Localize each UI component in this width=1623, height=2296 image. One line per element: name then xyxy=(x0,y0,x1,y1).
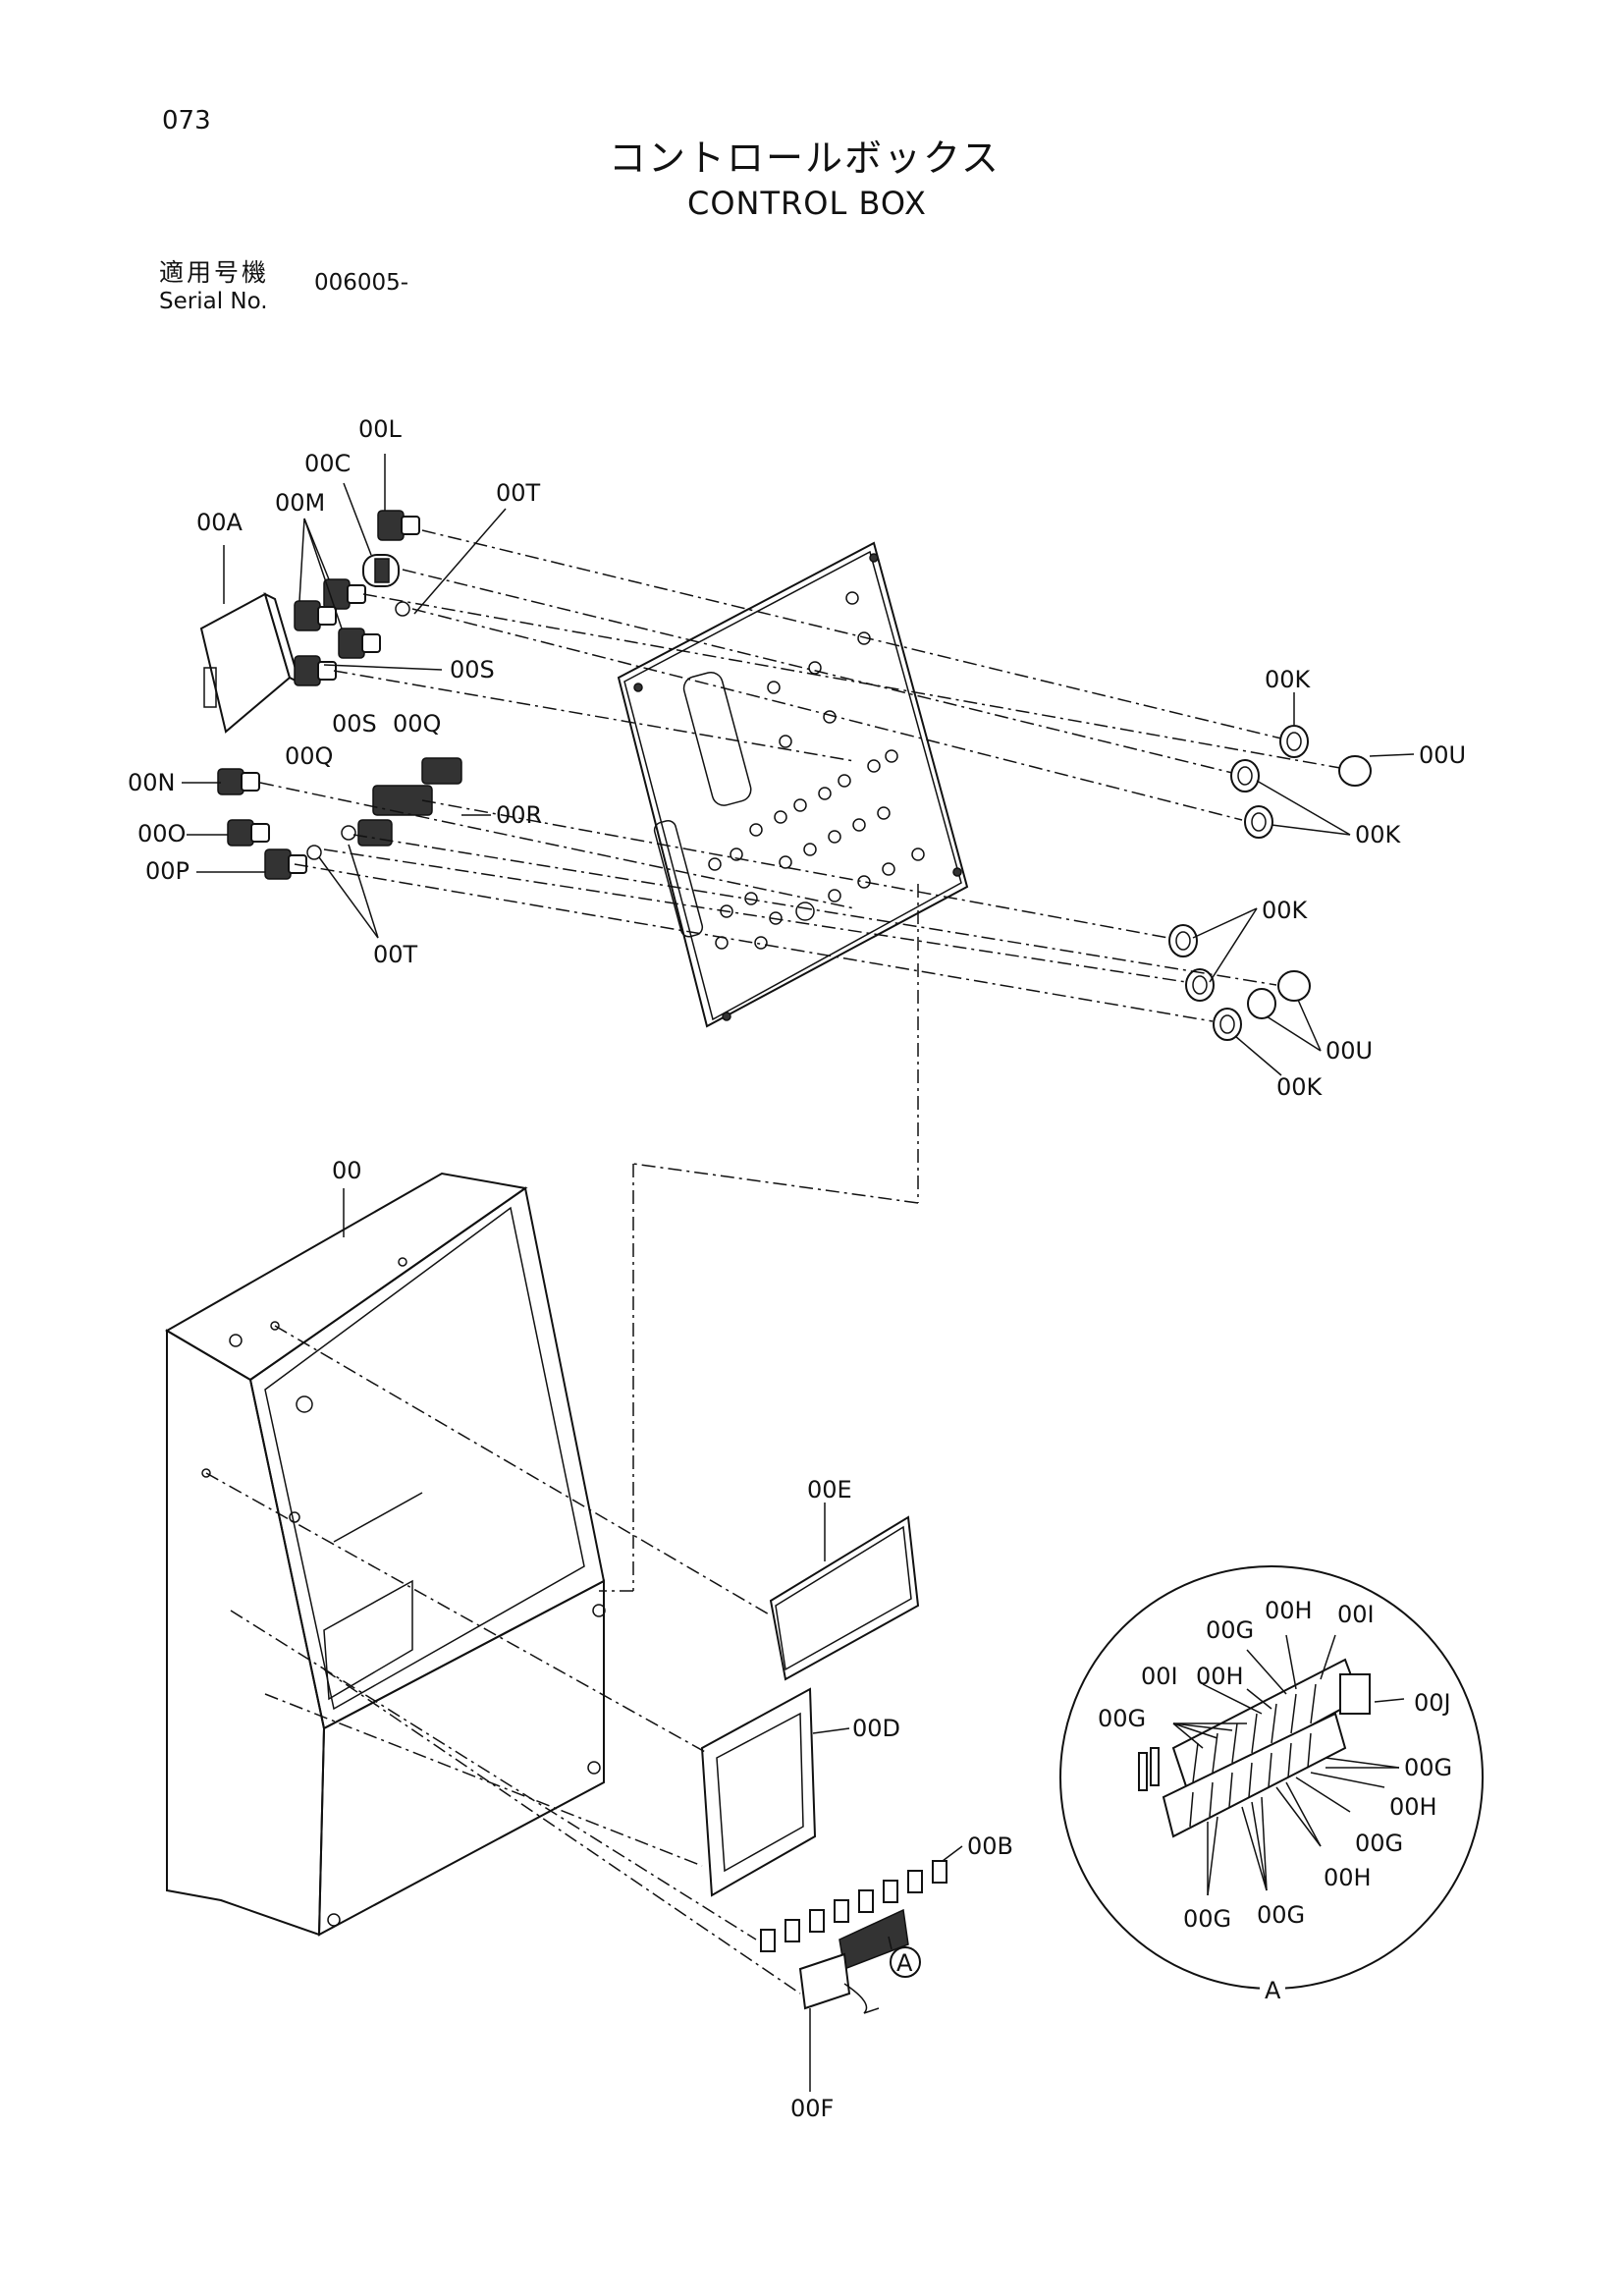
label-00K-2: 00K xyxy=(1355,821,1402,848)
label-00L: 00L xyxy=(358,415,403,443)
detail-label-00H-1: 00H xyxy=(1265,1597,1313,1624)
detail-label-00I-2: 00I xyxy=(1141,1663,1178,1690)
part-00D-module xyxy=(700,1687,817,1897)
label-00Q-1: 00Q xyxy=(393,710,441,738)
label-00O: 00O xyxy=(137,820,186,847)
serial-label-english: Serial No. xyxy=(159,289,268,314)
label-00N: 00N xyxy=(128,769,176,796)
detail-label-00G-2: 00G xyxy=(1098,1705,1146,1732)
leader-lines-lower xyxy=(343,1188,963,2092)
detail-label-00I-1: 00I xyxy=(1337,1601,1375,1628)
detail-label-00G-5: 00G xyxy=(1257,1901,1305,1929)
part-00F-bracket xyxy=(798,1952,880,2014)
label-00A: 00A xyxy=(196,509,243,536)
label-00F: 00F xyxy=(790,2095,834,2122)
label-00T-bottom: 00T xyxy=(373,941,418,968)
callout-marker: A xyxy=(888,1936,921,1978)
detail-label-00G-3: 00G xyxy=(1404,1754,1452,1781)
label-00P: 00P xyxy=(145,857,189,885)
detail-label-00G-6: 00G xyxy=(1183,1905,1231,1933)
switch-parts-upper xyxy=(294,510,420,686)
detail-label-00J: 00J xyxy=(1414,1689,1451,1717)
detail-labels: 00G 00H 00I 00I 00H 00J 00G 00G 00H 00G … xyxy=(1098,1597,1452,1933)
label-00T-top: 00T xyxy=(496,479,541,507)
label-00: 00 xyxy=(332,1157,362,1184)
label-00S-1: 00S xyxy=(450,656,495,683)
page-title-japanese: コントロールボックス xyxy=(609,137,1001,180)
assembly-lines-lower xyxy=(205,1325,801,1995)
assembly-lines-upper xyxy=(259,529,1341,1592)
label-00K-4: 00K xyxy=(1276,1073,1324,1101)
label-00U-1: 00U xyxy=(1419,741,1466,769)
detail-label-00G-4: 00G xyxy=(1355,1830,1403,1857)
label-00M: 00M xyxy=(275,489,325,517)
label-00B: 00B xyxy=(967,1832,1013,1860)
part-00-cabinet xyxy=(165,1172,606,1937)
label-00D: 00D xyxy=(852,1715,900,1742)
detail-label: A xyxy=(1265,1977,1281,2004)
callout-marker-label: A xyxy=(896,1949,913,1977)
label-00K-3: 00K xyxy=(1262,897,1309,924)
part-00A-relay-box xyxy=(199,592,301,734)
serial-label-japanese: 適用号機 xyxy=(159,258,270,287)
detail-label-00H-4: 00H xyxy=(1324,1864,1372,1891)
label-00E: 00E xyxy=(807,1476,852,1503)
label-00K-1: 00K xyxy=(1265,666,1312,693)
label-00U-2: 00U xyxy=(1325,1037,1373,1065)
part-labels: 00L 00C 00M 00T 00A 00S 00S 00Q 00Q 00R … xyxy=(128,415,1466,2122)
detail-view-a: A xyxy=(1059,1565,1484,2004)
serial-number-value: 006005- xyxy=(314,270,409,296)
part-00E-controller xyxy=(769,1515,920,1681)
panel-plate xyxy=(617,541,969,1028)
label-00S-2: 00S xyxy=(332,710,377,738)
label-00Q-2: 00Q xyxy=(285,742,333,770)
part-00B-connector-bar xyxy=(760,1860,947,1971)
label-00C: 00C xyxy=(304,450,351,477)
label-00R: 00R xyxy=(496,801,542,829)
detail-label-00H-2: 00H xyxy=(1196,1663,1244,1690)
detail-label-00G-1: 00G xyxy=(1206,1616,1254,1644)
leader-lines-upper xyxy=(182,454,1415,1076)
detail-label-00H-3: 00H xyxy=(1389,1793,1437,1821)
page-number: 073 xyxy=(162,106,211,136)
cap-parts-right xyxy=(1168,725,1372,1041)
switch-parts-middle xyxy=(217,757,462,880)
page-title-english: CONTROL BOX xyxy=(687,185,927,222)
